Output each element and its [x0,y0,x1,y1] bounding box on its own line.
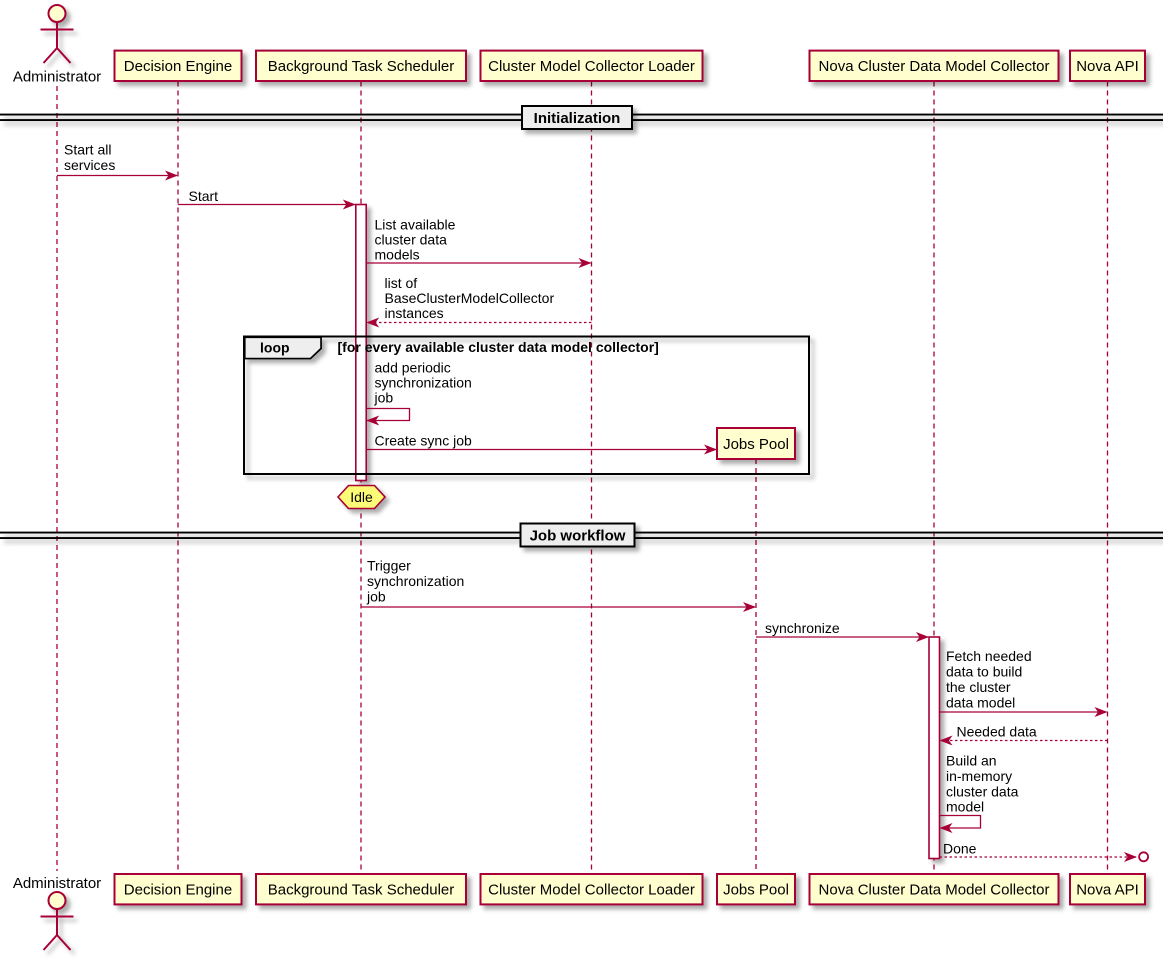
svg-text:Administrator: Administrator [13,875,101,892]
svg-text:List available: List available [375,217,456,233]
svg-text:data model: data model [946,695,1015,711]
svg-text:job: job [366,589,386,605]
svg-text:Jobs Pool: Jobs Pool [723,882,789,899]
svg-text:in-memory: in-memory [946,768,1012,784]
svg-text:Start all: Start all [64,142,111,158]
svg-text:data to build: data to build [946,664,1022,680]
svg-text:the cluster: the cluster [946,679,1011,695]
svg-text:[for every available cluster d: [for every available cluster data model … [338,339,659,355]
svg-text:Administrator: Administrator [13,69,101,86]
svg-text:Build an: Build an [946,753,997,769]
svg-text:Background Task Scheduler: Background Task Scheduler [268,58,455,75]
svg-text:Create sync job: Create sync job [375,433,472,449]
svg-text:Cluster Model Collector Loader: Cluster Model Collector Loader [488,882,695,899]
svg-text:Nova API: Nova API [1076,58,1139,75]
svg-text:Needed data: Needed data [957,724,1037,740]
svg-text:list of: list of [385,275,418,291]
svg-text:Decision Engine: Decision Engine [124,58,232,75]
svg-text:Fetch needed: Fetch needed [946,648,1032,664]
svg-text:models: models [375,247,420,263]
svg-text:Nova API: Nova API [1076,882,1139,899]
svg-text:services: services [64,157,115,173]
svg-text:instances: instances [385,305,444,321]
svg-text:cluster data: cluster data [375,232,448,248]
svg-text:Idle: Idle [350,489,373,505]
svg-text:Nova Cluster Data Model Collec: Nova Cluster Data Model Collector [819,58,1050,75]
svg-text:Jobs Pool: Jobs Pool [723,436,789,453]
svg-text:loop: loop [260,340,290,356]
svg-text:add periodic: add periodic [375,360,451,376]
svg-text:Done: Done [943,841,977,857]
svg-text:Cluster Model Collector Loader: Cluster Model Collector Loader [488,58,695,75]
svg-text:Initialization: Initialization [534,110,621,127]
svg-text:BaseClusterModelCollector: BaseClusterModelCollector [385,290,555,306]
svg-text:model: model [946,799,984,815]
svg-text:cluster data: cluster data [946,784,1019,800]
svg-text:Start: Start [189,188,219,204]
svg-text:synchronization: synchronization [375,375,472,391]
svg-text:Background Task Scheduler: Background Task Scheduler [268,882,455,899]
svg-text:Trigger: Trigger [367,558,411,574]
svg-text:Job workflow: Job workflow [530,527,626,544]
svg-text:Nova Cluster Data Model Collec: Nova Cluster Data Model Collector [819,882,1050,899]
svg-text:synchronize: synchronize [765,620,840,636]
svg-text:job: job [374,390,394,406]
svg-text:Decision Engine: Decision Engine [124,882,232,899]
svg-text:synchronization: synchronization [367,573,464,589]
